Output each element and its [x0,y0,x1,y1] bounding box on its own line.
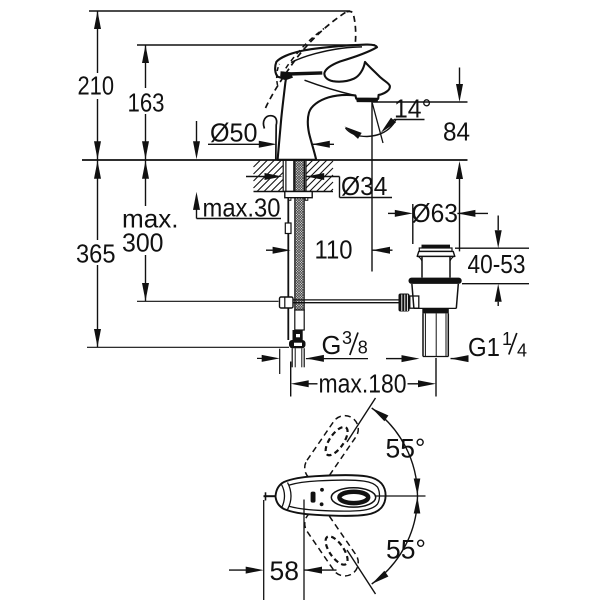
svg-text:4: 4 [517,341,527,361]
svg-text:G1: G1 [468,334,500,362]
svg-text:8: 8 [358,338,368,358]
svg-text:3: 3 [342,328,352,348]
svg-text:163: 163 [128,88,165,118]
svg-text:55°: 55° [386,434,426,464]
svg-text:Ø34: Ø34 [341,171,388,201]
svg-text:55°: 55° [386,535,426,565]
svg-text:max.: max. [122,204,179,234]
svg-text:1: 1 [502,329,512,349]
svg-text:max.180: max.180 [319,370,407,398]
svg-text:210: 210 [78,71,115,101]
svg-text:Ø50: Ø50 [210,118,258,148]
svg-text:G: G [322,332,342,360]
svg-text:Ø63: Ø63 [412,198,459,228]
svg-text:365: 365 [76,239,116,269]
svg-text:58: 58 [270,556,300,586]
svg-text:300: 300 [122,228,164,258]
svg-text:max.30: max.30 [203,193,281,223]
svg-text:110: 110 [315,235,353,265]
svg-text:84: 84 [443,117,470,147]
svg-text:40-53: 40-53 [468,249,526,279]
svg-text:14°: 14° [394,94,432,124]
